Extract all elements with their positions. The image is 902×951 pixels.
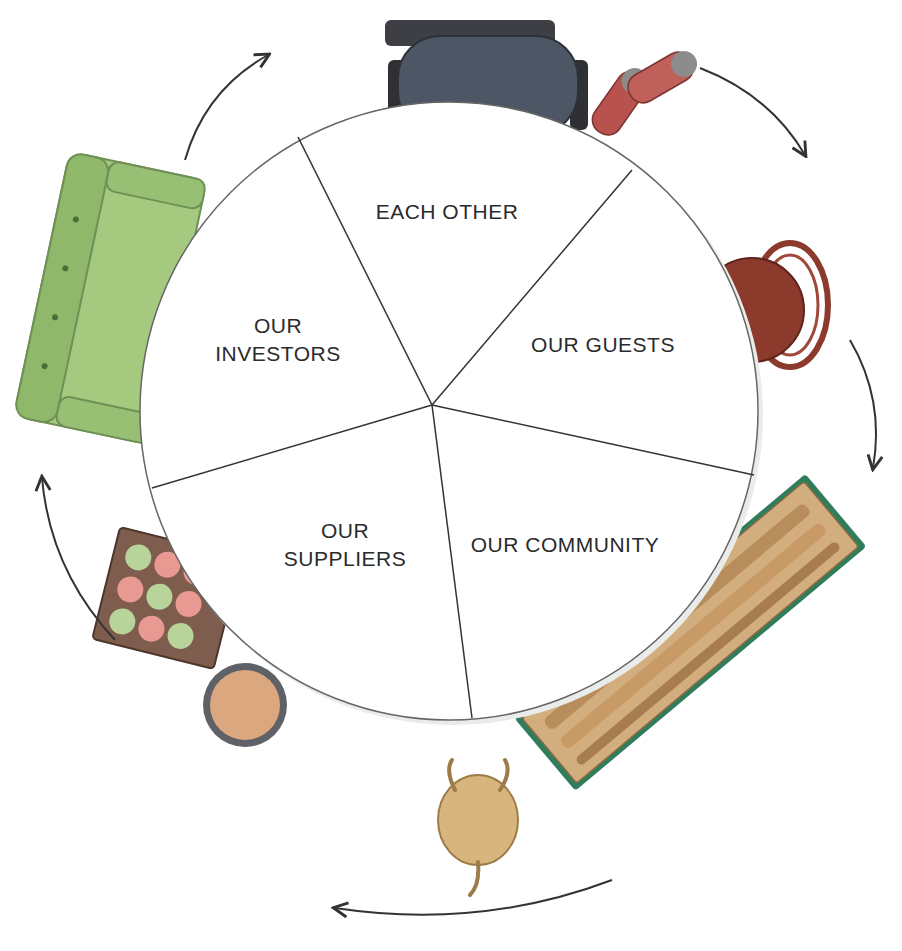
wedge-label: OUR GUESTS xyxy=(523,331,683,359)
fruit xyxy=(107,606,139,638)
bowl-rim xyxy=(203,663,287,747)
chicken-legs xyxy=(449,760,507,895)
wedge-label: OUR INVESTORS xyxy=(193,312,363,369)
wedge-divider xyxy=(152,405,432,488)
cycle-arrow xyxy=(335,880,612,915)
fruit xyxy=(123,542,155,574)
wedge-divider xyxy=(432,405,754,475)
bowl-food xyxy=(210,670,280,740)
round-table xyxy=(140,102,758,720)
cycle-arrow xyxy=(700,68,805,155)
sofa-button xyxy=(72,216,79,223)
shaker-cap xyxy=(666,46,702,82)
sofa-button xyxy=(41,363,48,370)
sofa-button xyxy=(62,265,69,272)
wedge-label: OUR COMMUNITY xyxy=(445,531,685,559)
cycle-arrow xyxy=(850,340,876,468)
wedge-text: OUR INVESTORS xyxy=(193,312,363,369)
cycle-arrow xyxy=(185,55,268,160)
fruit xyxy=(165,620,197,652)
cycle-arrow xyxy=(42,478,115,640)
fruit xyxy=(136,613,168,645)
wedge-text: OUR GUESTS xyxy=(523,331,683,359)
wedge-text: OUR SUPPLIERS xyxy=(260,517,430,574)
sofa-back xyxy=(14,152,111,425)
roast-chicken xyxy=(438,775,518,865)
wedge-divider xyxy=(432,405,472,718)
wedge-text: OUR COMMUNITY xyxy=(445,531,685,559)
fruit xyxy=(115,574,147,606)
wedge-text: EACH OTHER xyxy=(372,198,522,226)
wedge-label: OUR SUPPLIERS xyxy=(260,517,430,574)
sofa-button xyxy=(51,314,58,321)
wedge-label: EACH OTHER xyxy=(372,198,522,226)
sofa-arm xyxy=(105,160,207,210)
fruit xyxy=(144,581,176,613)
